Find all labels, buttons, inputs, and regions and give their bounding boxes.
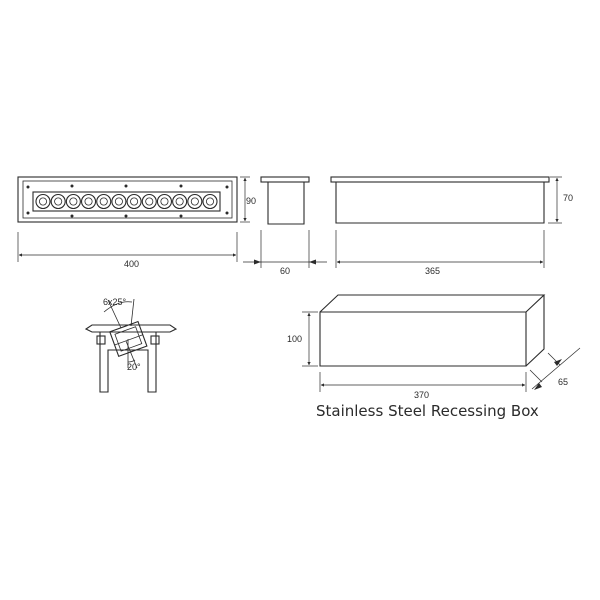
dim-label-90: 90 [246,196,256,206]
front-view: 400 90 [17,176,256,269]
front-plate-outer [17,176,238,223]
top-view: 70 365 [330,176,573,276]
side-flange [260,176,310,183]
tilt-detail: 6x25° 20° [84,297,178,393]
led-lens-inner [39,197,48,206]
box-3d-view: 100 370 65 [287,294,581,400]
dim-line-65 [531,347,581,390]
led-lens-inner [145,197,154,206]
front-plate-inner [22,180,233,219]
dim-label-100: 100 [287,334,302,344]
side-view: 60 [243,176,327,276]
drawing-caption: Stainless Steel Recessing Box [316,402,539,420]
led-lens-inner [114,197,123,206]
led-lens-outer [187,193,203,210]
top-body [335,182,545,224]
box-front-face [319,311,527,367]
tilt-angle-label: 20° [127,362,141,372]
dim-label-60: 60 [280,266,290,276]
tilt-beam [107,298,135,329]
dim-label-65: 65 [558,377,568,387]
led-lens-inner [160,197,169,206]
top-flange [330,176,550,183]
led-lens-outer [202,193,218,210]
led-lens-outer [111,193,127,210]
tilt-flange [84,324,178,333]
led-lens-outer [156,193,173,210]
led-lens-inner [99,197,108,206]
led-lens-inner [54,197,63,206]
led-lens-inner [175,197,184,206]
led-row [35,193,218,210]
led-lens-outer [96,193,112,210]
box-top-face [319,294,546,313]
led-lens-outer [65,193,81,210]
dim-label-400: 400 [124,259,139,269]
led-lens-outer [172,193,188,210]
dim-label-365: 365 [425,266,440,276]
led-lens-inner [205,197,214,206]
led-lens-inner [190,197,199,206]
lens-housing [32,191,221,212]
led-lens-outer [50,193,66,210]
led-lens-inner [130,197,139,206]
dim-label-70: 70 [563,193,573,203]
tilt-lamp [109,320,148,357]
led-lens-outer [126,193,142,210]
screw-holes [26,184,229,218]
led-lens-inner [84,197,93,206]
box-side-face [525,295,545,367]
beam-angle-label: 6x25° [103,297,127,307]
led-lens-outer [35,193,51,210]
led-lens-outer [80,193,97,210]
dim-label-370: 370 [414,390,429,400]
led-lens-inner [69,197,78,206]
side-body [267,182,305,225]
led-lens-outer [141,193,157,210]
